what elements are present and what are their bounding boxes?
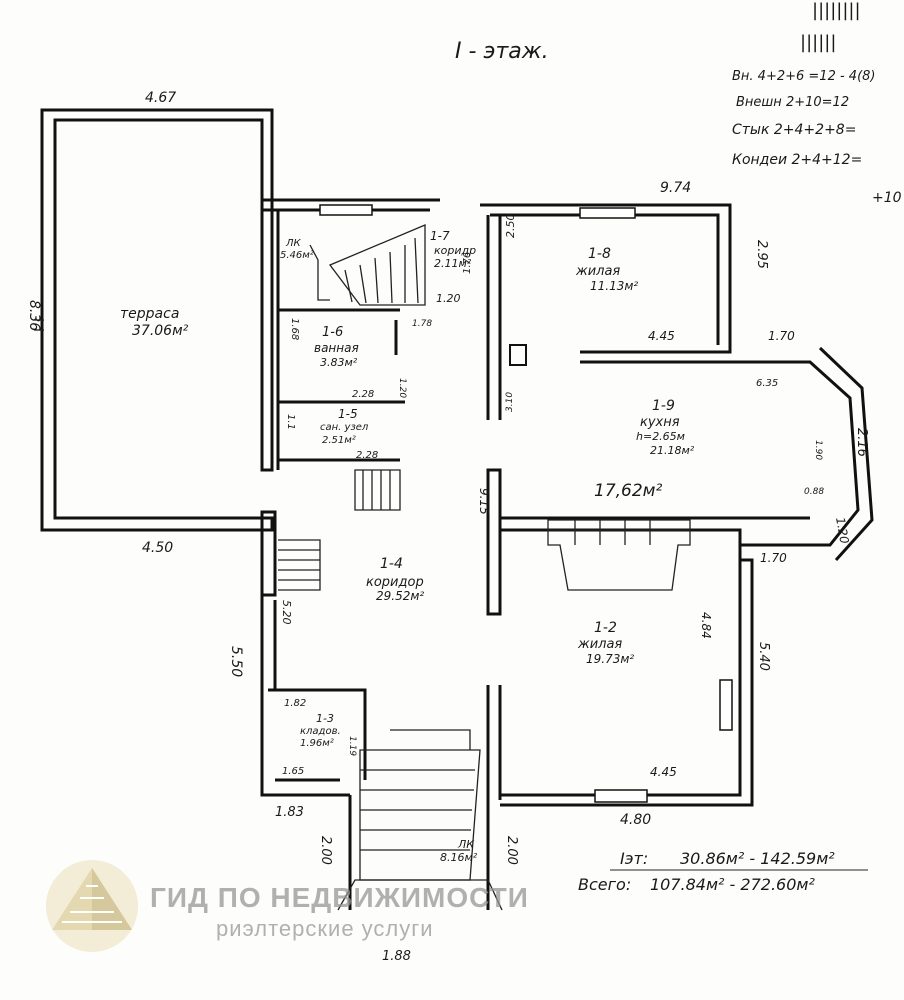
room-1-5-area: 2.51м² (322, 435, 356, 446)
room-1-7-name: коридр (434, 244, 476, 257)
lk-top-name: ЛК (285, 238, 302, 249)
room-labels: терраса 37.06м² 1-7 коридр 2.11м² ЛК 5.4… (120, 229, 695, 864)
tally-marks-1: |||||||| (812, 0, 861, 21)
room-1-9-handwritten-area: 17,62м² (594, 481, 662, 501)
room-1-5-name: сан. узел (320, 422, 369, 433)
room-1-7-id: 1-7 (430, 229, 450, 243)
dim-1-76: 1.76 (462, 252, 473, 274)
dim-2-28-top: 2.28 (352, 389, 374, 400)
dim-4-80: 4.80 (620, 812, 651, 828)
dim-9-15: 9.15 (477, 488, 491, 515)
dim-0-88: 0.88 (804, 487, 824, 497)
dim-5-20: 5.20 (280, 600, 293, 625)
dim-4-45-bottom: 4.45 (650, 765, 677, 779)
dim-1-20-corridor: 1.20 (436, 292, 461, 305)
dim-1-68: 1.68 (289, 318, 300, 340)
dim-8-36: 8.36 (26, 300, 42, 331)
room-1-8-area: 11.13м² (590, 279, 638, 293)
dim-1-20-bath: 1.20 (397, 378, 407, 398)
dim-3-10: 3.10 (505, 392, 515, 412)
room-1-2-name: жилая (577, 637, 622, 652)
lk-bottom-area: 8.16м² (440, 851, 478, 864)
note-line-1: Вн. 4+2+6 =12 - 4(8) (732, 69, 876, 84)
summary-floor-values: 30.86м² - 142.59м² (680, 849, 835, 868)
terrace-name: терраса (120, 306, 179, 322)
dim-2-00-right: 2.00 (504, 836, 519, 865)
room-1-8-name: жилая (575, 264, 620, 279)
room-1-9-height: h=2.65м (636, 430, 685, 443)
dim-4-84: 4.84 (699, 612, 713, 639)
watermark-title: ГИД ПО НЕДВИЖИМОСТИ (150, 882, 529, 913)
dim-4-67: 4.67 (145, 90, 176, 106)
dim-1-70-top: 1.70 (768, 329, 795, 343)
dim-1-19: 1.19 (347, 736, 357, 756)
corner-notes: |||||||| |||||| Вн. 4+2+6 =12 - 4(8) Вне… (732, 0, 902, 206)
room-1-2-area: 19.73м² (586, 652, 634, 666)
dim-1-20-bay: 1.20 (833, 516, 851, 545)
room-1-9-name: кухня (640, 415, 680, 430)
dim-2-16: 2.16 (854, 428, 869, 457)
dim-2-00-left: 2.00 (318, 836, 333, 865)
room-1-3-id: 1-3 (316, 712, 334, 725)
room-1-8-id: 1-8 (588, 246, 611, 262)
pyramid-logo-icon (46, 860, 138, 952)
room-1-2-id: 1-2 (594, 620, 617, 636)
room-1-4-area: 29.52м² (376, 589, 424, 603)
dim-5-50: 5.50 (228, 646, 244, 677)
tally-marks-2: |||||| (800, 32, 836, 53)
room-1-9-area: 21.18м² (650, 444, 695, 457)
dim-4-45-top: 4.45 (648, 329, 675, 343)
lk-top-area: 5.46м² (280, 250, 314, 261)
dim-2-28-bottom: 2.28 (356, 450, 378, 461)
room-1-4-name: коридор (366, 575, 424, 590)
room-1-4-id: 1-4 (380, 556, 403, 572)
terrace-area: 37.06м² (132, 323, 189, 339)
dim-1-90: 1.90 (813, 440, 823, 460)
dim-1-83: 1.83 (275, 805, 304, 820)
dim-1-88: 1.88 (382, 949, 411, 964)
note-line-3: Стык 2+4+2+8= (732, 122, 856, 138)
dim-2-50: 2.50 (504, 214, 517, 239)
dim-5-40: 5.40 (756, 642, 771, 671)
room-1-5-id: 1-5 (338, 407, 358, 421)
dim-4-50: 4.50 (142, 540, 173, 556)
room-1-9-id: 1-9 (652, 398, 675, 414)
floor-title: I - этаж. (455, 39, 549, 64)
summary-floor-label: Iэт: (620, 849, 648, 868)
dim-6-35: 6.35 (756, 378, 778, 389)
area-summary: Iэт: 30.86м² - 142.59м² Всего: 107.84м² … (578, 849, 868, 894)
plan-walls (34, 108, 874, 911)
dim-9-74: 9.74 (660, 180, 691, 196)
lk-bottom-name: ЛК (457, 838, 475, 851)
watermark-subtitle: риэлтерские услуги (216, 916, 434, 941)
dimension-labels: 4.67 8.36 4.50 9.74 2.50 2.95 4.45 1.70 … (26, 90, 869, 964)
note-line-4: Кондеи 2+4+12= (732, 152, 862, 168)
dim-1-65: 1.65 (282, 766, 304, 777)
room-1-7-area: 2.11м² (434, 257, 472, 270)
summary-total-label: Всего: (578, 875, 631, 894)
summary-total-values: 107.84м² - 272.60м² (650, 875, 815, 894)
stairs (278, 224, 481, 881)
dim-1-70-bottom: 1.70 (760, 551, 787, 565)
room-1-6-area: 3.83м² (320, 356, 358, 369)
room-1-3-name: кладов. (300, 726, 341, 737)
room-1-6-name: ванная (314, 341, 359, 355)
dim-1-78: 1.78 (412, 319, 432, 329)
room-1-3-area: 1.96м² (300, 738, 334, 749)
dim-1-1: 1.1 (285, 414, 296, 430)
note-line-2: Внешн 2+10=12 (736, 95, 849, 110)
dim-1-82: 1.82 (284, 698, 306, 709)
room-1-6-id: 1-6 (322, 325, 343, 340)
dim-2-95: 2.95 (754, 240, 769, 269)
note-line-5: +10 (872, 190, 902, 206)
